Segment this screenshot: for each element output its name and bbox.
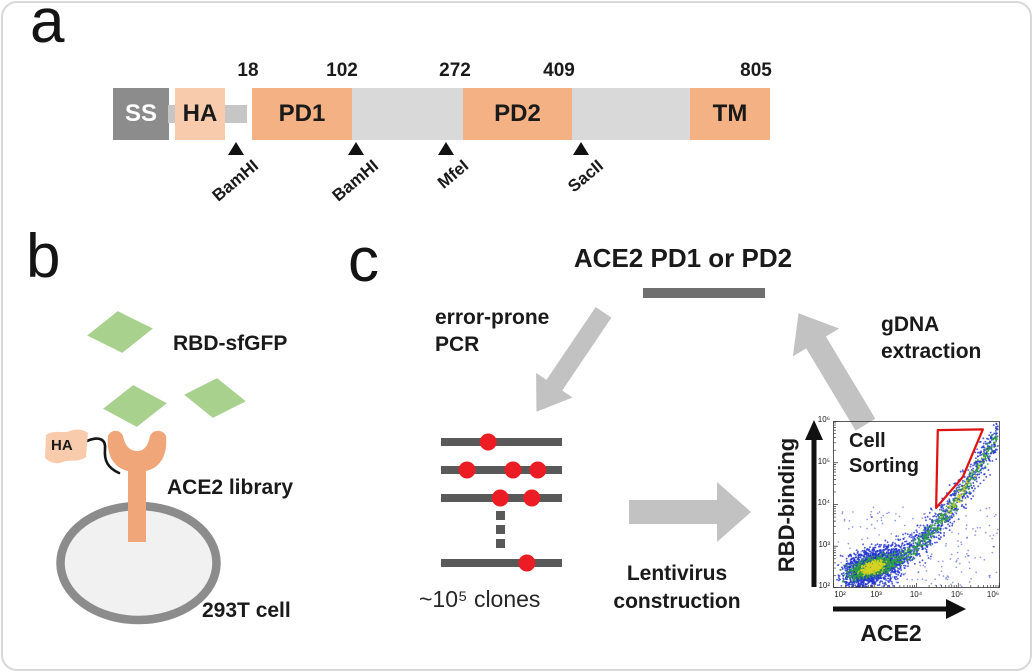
- cell-sorting-gate-label: Cell Sorting: [849, 429, 919, 479]
- step-lentivirus-construction: Lentivirus construction: [592, 560, 762, 616]
- ha-tag-flag: [45, 429, 88, 464]
- y-tick-label: 10²: [818, 581, 830, 590]
- restriction-site-marker: [348, 142, 364, 155]
- domain-connector: [168, 105, 176, 123]
- ellipsis-dot: [496, 511, 505, 520]
- mutant-library: [441, 433, 562, 572]
- gfp-diamond: [87, 311, 153, 353]
- restriction-site-marker: [438, 142, 454, 155]
- panel-b-label: b: [26, 222, 61, 291]
- mutation-dot: [479, 433, 497, 451]
- ace2-library-label: ACE2 library: [167, 476, 294, 499]
- rbd-sfgfp-label: RBD-sfGFP: [173, 332, 288, 355]
- x-tick-label: 10⁶: [986, 590, 1000, 599]
- mutation-dot: [504, 461, 522, 479]
- domain-segment-pd2: PD2: [463, 88, 572, 140]
- mutant-dots: [458, 433, 547, 572]
- domain-segment-ss: SS: [113, 88, 169, 140]
- panel-c-label: c: [348, 226, 379, 295]
- domain-connector: [225, 105, 247, 123]
- step-error-prone-pcr: error-prone PCR: [435, 304, 549, 358]
- y-tick-label: 10⁴: [817, 498, 830, 507]
- mutation-dot: [529, 461, 547, 479]
- arrow-gdna: [792, 313, 876, 431]
- domain-segment-label: PD1: [278, 100, 326, 127]
- step-gdna-extraction: gDNA extraction: [881, 311, 981, 365]
- restriction-site-marker: [573, 142, 589, 155]
- y-tick-label: 10⁶: [817, 415, 830, 424]
- domain-segment-label: HA: [182, 100, 218, 127]
- domain-segment-label: PD2: [494, 100, 541, 127]
- gfp-diamond: [184, 378, 246, 418]
- step-text-line: Lentivirus: [626, 562, 728, 585]
- panel-a-label: a: [30, 0, 65, 56]
- template-title: ACE2 PD1 or PD2: [573, 243, 793, 273]
- ellipsis-dot: [496, 525, 505, 534]
- mutation-dot: [491, 489, 509, 507]
- mutation-dot: [458, 461, 476, 479]
- facs-y-axis-arrow: [805, 420, 823, 587]
- template-dna-bar: [643, 288, 765, 298]
- gate-label-line: Sorting: [849, 455, 919, 477]
- y-tick-label: 10³: [818, 540, 830, 549]
- mutant-bar: [441, 466, 562, 474]
- restriction-site-marker: [228, 142, 244, 155]
- step-text-line: gDNA: [881, 313, 940, 336]
- facs-y-axis-label: RBD-binding: [774, 437, 799, 573]
- mutation-dot: [518, 554, 536, 572]
- ha-tag-label: HA: [51, 437, 73, 454]
- y-tick-label: 10⁵: [817, 457, 830, 466]
- gate-label-line: Cell: [849, 430, 886, 452]
- step-text-line: extraction: [881, 340, 982, 363]
- domain-segment-ha: HA: [175, 88, 225, 140]
- ellipsis-dot: [496, 539, 505, 548]
- domain-segment-label: TM: [712, 100, 748, 127]
- domain-segment-tm: TM: [690, 88, 770, 140]
- mutant-bar: [441, 438, 562, 446]
- residue-number: 18: [237, 60, 259, 81]
- step-text-line: construction: [613, 590, 741, 613]
- x-tick-label: 10⁵: [950, 590, 964, 599]
- cell-label: 293T cell: [202, 599, 291, 622]
- facs-scatter-plot: [833, 421, 1000, 588]
- ace2-receptor-shape: [107, 430, 167, 542]
- residue-number: 409: [543, 60, 575, 81]
- domain-segment-label: SS: [124, 100, 157, 127]
- arrow-lentivirus: [629, 482, 751, 542]
- x-tick-label: 10⁴: [909, 590, 923, 599]
- residue-number: 805: [740, 60, 772, 81]
- x-tick-label: 10³: [870, 590, 882, 599]
- step-text-line: PCR: [435, 333, 480, 356]
- ha-tag-linker: [85, 437, 121, 475]
- gfp-diamond: [103, 385, 167, 427]
- domain-backbone: [352, 88, 463, 140]
- residue-number: 272: [439, 60, 471, 81]
- x-tick-label: 10²: [834, 590, 846, 599]
- mutation-dot: [523, 489, 541, 507]
- rbd-sfgfp-diamonds: [87, 311, 246, 427]
- facs-x-axis-label: ACE2: [860, 620, 922, 646]
- domain-segment-pd1: PD1: [252, 88, 352, 140]
- facs-x-axis-arrow: [833, 599, 966, 619]
- mutant-bar: [441, 559, 562, 567]
- residue-number: 102: [326, 60, 358, 81]
- step-text-line: error-prone: [435, 306, 550, 329]
- arrow-error-prone-pcr: [536, 306, 612, 412]
- domain-backbone: [572, 88, 690, 140]
- clones-count-label: ~10⁵ clones: [419, 586, 541, 612]
